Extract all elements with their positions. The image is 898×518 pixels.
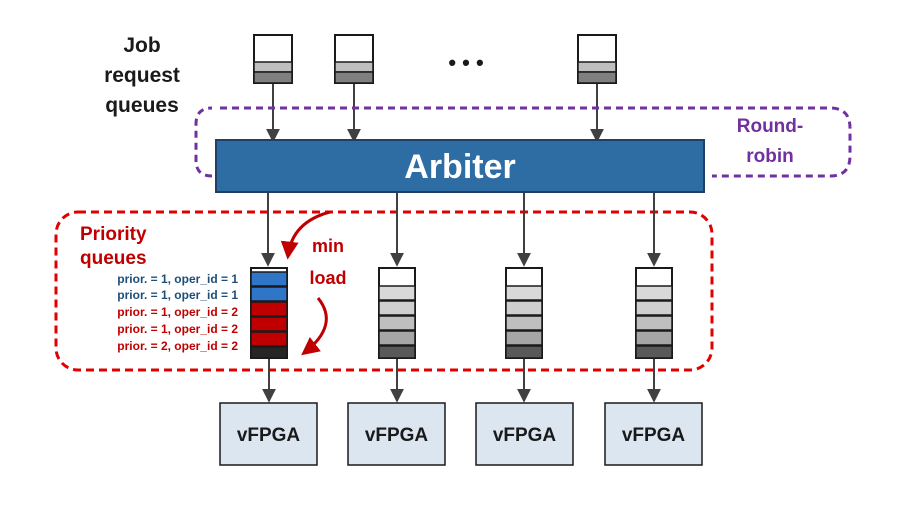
priority-queue-3 [505,267,543,359]
round-robin-label-1: Round- [737,116,803,137]
min-load-label-2: load [309,268,346,288]
min-load-arrow-bottom [301,297,328,356]
vfpga-label-1: vFPGA [237,425,301,446]
ellipsis: • • • [448,50,483,75]
priority-entry-2: prior. = 1, oper_id = 1 [117,288,238,302]
job-queue-2 [334,34,374,84]
vfpga-box-4: vFPGA [604,402,703,466]
priority-entry-5: prior. = 2, oper_id = 2 [117,339,238,353]
vfpga-box-2: vFPGA [347,402,446,466]
priority-entry-3: prior. = 1, oper_id = 2 [117,305,238,319]
vfpga-box-1: vFPGA [219,402,318,466]
vfpga-label-3: vFPGA [493,425,557,446]
priority-queue-1 [250,267,288,359]
priority-entry-4: prior. = 1, oper_id = 2 [117,322,238,336]
job-label-line-3: queues [105,94,179,117]
round-robin-label-2: robin [746,146,794,167]
priority-label-2: queues [80,248,147,269]
priority-label-1: Priority [80,224,147,245]
job-label-line-1: Job [123,34,160,57]
vfpga-box-3: vFPGA [475,402,574,466]
priority-queue-2 [378,267,416,359]
vfpga-label-2: vFPGA [365,425,429,446]
arbiter-label: Arbiter [404,148,515,186]
job-queue-1 [253,34,293,84]
job-queue-3 [577,34,617,84]
min-load-arrow-top [280,210,331,260]
vfpga-label-4: vFPGA [622,425,686,446]
min-load-label-1: min [312,236,344,256]
job-label-line-2: request [104,64,180,87]
priority-queue-4 [635,267,673,359]
arbiter-bar [215,139,705,193]
priority-region [54,210,714,372]
priority-entry-1: prior. = 1, oper_id = 1 [117,272,238,286]
round-robin-region [194,106,852,178]
